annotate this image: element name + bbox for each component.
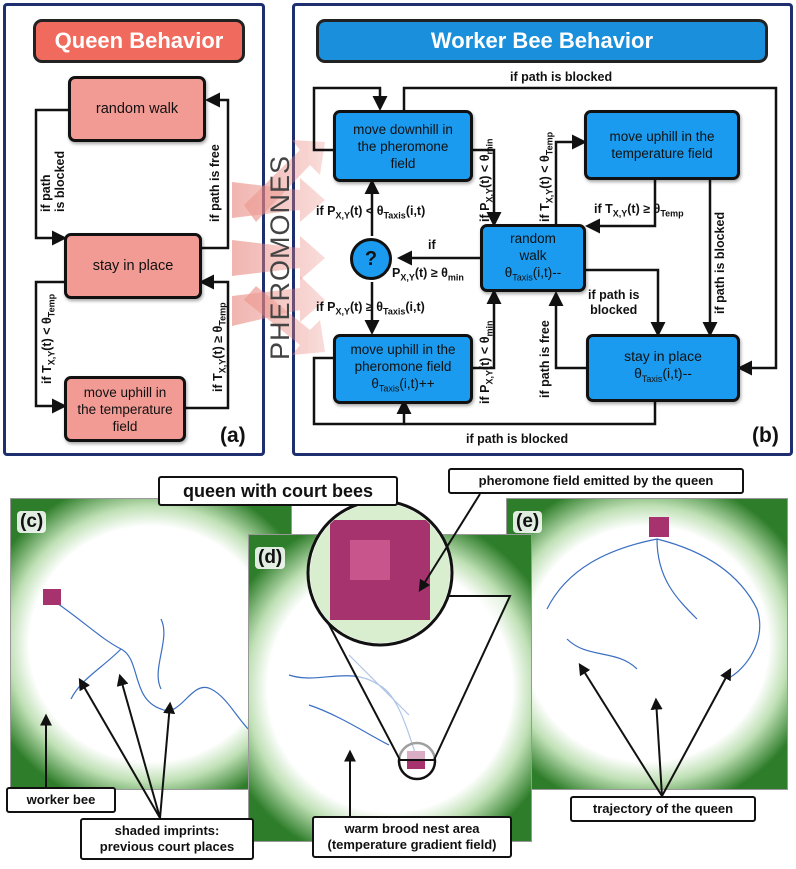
worker-random-walk-node: random walk θTaxis(i,t)-- xyxy=(480,224,586,292)
queen-random-walk-label: random walk xyxy=(95,100,179,117)
worker-uphill-pher-line2: pheromone field xyxy=(354,358,452,374)
worker-random-line2: walk xyxy=(519,247,547,263)
panel-a-letter: (a) xyxy=(220,424,246,447)
worker-downhill-line1: move downhill in xyxy=(353,121,453,137)
worker-stay-line2: θTaxis(i,t)-- xyxy=(634,365,692,388)
queen-uphill-line2: the temperature xyxy=(77,401,173,417)
t-geq-temp-a: if T xyxy=(594,202,613,216)
worker-uphill-pher-theta: θ xyxy=(371,375,379,391)
blocked-mid-line1: if path is xyxy=(588,288,640,302)
panel-b-title: Worker Bee Behavior xyxy=(316,19,768,63)
callout-trajectory: trajectory of the queen xyxy=(570,796,756,822)
worker-uphill-pher-rest: (i,t)++ xyxy=(399,375,435,391)
p-geq-min-d: min xyxy=(447,272,464,283)
worker-edge-p-geq-taxis: if PX,Y(t) ≥ θTaxis(i,t) xyxy=(316,300,425,317)
worker-uphill-pher-sub: Taxis xyxy=(378,383,400,394)
callout-brood: warm brood nest area (temperature gradie… xyxy=(312,816,512,858)
sim-panel-e: (e) xyxy=(506,498,788,790)
worker-stay-sub: Taxis xyxy=(641,373,663,384)
queen-uphill-node: move uphill in the temperature field xyxy=(64,376,186,442)
p-geq-taxis-a: if P xyxy=(316,300,336,314)
p-geq-min-a: P xyxy=(392,266,401,280)
worker-downhill-node: move downhill in the pheromone field xyxy=(333,110,473,182)
t-geq-temp-b: X,Y xyxy=(612,208,628,219)
worker-edge-t-geq-temp: if TX,Y(t) ≥ θTemp xyxy=(594,202,684,219)
callout-brood-line1: warm brood nest area xyxy=(344,821,480,836)
worker-edge-p-geq-min: PX,Y(t) ≥ θmin xyxy=(392,266,464,283)
worker-stay-theta: θ xyxy=(634,365,642,382)
p-geq-min-c: (t) ≥ θ xyxy=(414,266,448,280)
queen-uphill-line3: field xyxy=(112,418,138,434)
sim-e-trajectory xyxy=(546,517,761,680)
worker-edge-if-word: if xyxy=(428,238,436,252)
t-geq-temp-c: (t) ≥ θ xyxy=(627,202,661,216)
queen-uphill-line1: move uphill in xyxy=(83,384,167,400)
worker-edge-blocked-top: if path is blocked xyxy=(510,70,613,84)
sim-e-letter: (e) xyxy=(513,511,543,533)
p-less-taxis-b: X,Y xyxy=(335,210,350,221)
callout-pheromone-field: pheromone field emitted by the queen xyxy=(448,468,744,494)
queen-stay-label: stay in place xyxy=(92,257,174,274)
p-less-taxis-a: if P xyxy=(316,204,336,218)
worker-random-sub: Taxis xyxy=(512,272,533,283)
p-less-taxis-d: Taxis xyxy=(383,210,406,221)
queen-stay-node: stay in place xyxy=(64,233,202,299)
queen-random-walk-node: random walk xyxy=(68,76,206,142)
worker-random-line3: θTaxis(i,t)-- xyxy=(505,264,562,287)
blocked-mid-line2: blocked xyxy=(590,303,638,317)
worker-stay-rest: (i,t)-- xyxy=(662,365,692,382)
worker-edge-blocked-bottom: if path is blocked xyxy=(466,432,569,446)
panel-a-title: Queen Behavior xyxy=(33,19,245,63)
worker-edge-p-less-taxis: if PX,Y(t) < θTaxis(i,t) xyxy=(316,204,425,221)
pheromone-arrows xyxy=(232,140,325,355)
panel-a-connectors xyxy=(34,92,230,414)
p-geq-taxis-d: Taxis xyxy=(383,306,406,317)
worker-random-rest: (i,t)-- xyxy=(532,264,562,280)
sim-c-letter: (c) xyxy=(17,511,47,533)
worker-random-theta: θ xyxy=(504,264,513,280)
callout-imprints: shaded imprints: previous court places xyxy=(80,818,254,860)
worker-downhill-line2: the pheromone xyxy=(357,138,449,154)
worker-uphill-temp-line1: move uphill in the xyxy=(609,129,715,144)
worker-downhill-line3: field xyxy=(390,155,416,171)
worker-edge-blocked-mid: if path is blocked xyxy=(588,288,639,318)
worker-uphill-pher-line3: θTaxis(i,t)++ xyxy=(371,375,434,398)
decision-question-mark: ? xyxy=(364,247,378,270)
sim-panel-c: (c) xyxy=(10,498,292,790)
callout-worker-bee: worker bee xyxy=(6,787,116,813)
decision-node: ? xyxy=(350,238,392,280)
worker-uphill-temp-line2: temperature field xyxy=(611,146,713,161)
sim-d-letter: (d) xyxy=(255,547,286,569)
worker-random-line1: random xyxy=(510,230,556,246)
worker-stay-node: stay in place θTaxis(i,t)-- xyxy=(586,334,740,402)
worker-stay-line1: stay in place xyxy=(624,348,702,365)
callout-imprints-line2: previous court places xyxy=(99,839,235,854)
callout-queen-court: queen with court bees xyxy=(158,476,398,506)
worker-uphill-pher-line1: move uphill in the xyxy=(350,341,456,357)
panel-b-connectors xyxy=(312,86,778,426)
p-geq-taxis-e: (i,t) xyxy=(405,300,425,314)
p-geq-taxis-b: X,Y xyxy=(335,306,350,317)
t-geq-temp-d: Temp xyxy=(660,208,684,219)
p-geq-taxis-c: (t) ≥ θ xyxy=(349,300,384,314)
p-less-taxis-e: (i,t) xyxy=(405,204,426,218)
panel-b-letter: (b) xyxy=(752,424,779,447)
sim-e-field xyxy=(507,499,787,789)
worker-uphill-pheromone-node: move uphill in the pheromone field θTaxi… xyxy=(333,334,473,404)
p-geq-min-b: X,Y xyxy=(400,272,415,283)
p-less-taxis-c: (t) < θ xyxy=(349,204,384,218)
sim-c-trajectory xyxy=(43,589,262,740)
callout-brood-line2: (temperature gradient field) xyxy=(327,837,497,852)
sim-c-field xyxy=(11,499,291,789)
callout-imprints-line1: shaded imprints: xyxy=(114,823,220,838)
worker-uphill-temp-node: move uphill in the temperature field xyxy=(584,110,740,180)
